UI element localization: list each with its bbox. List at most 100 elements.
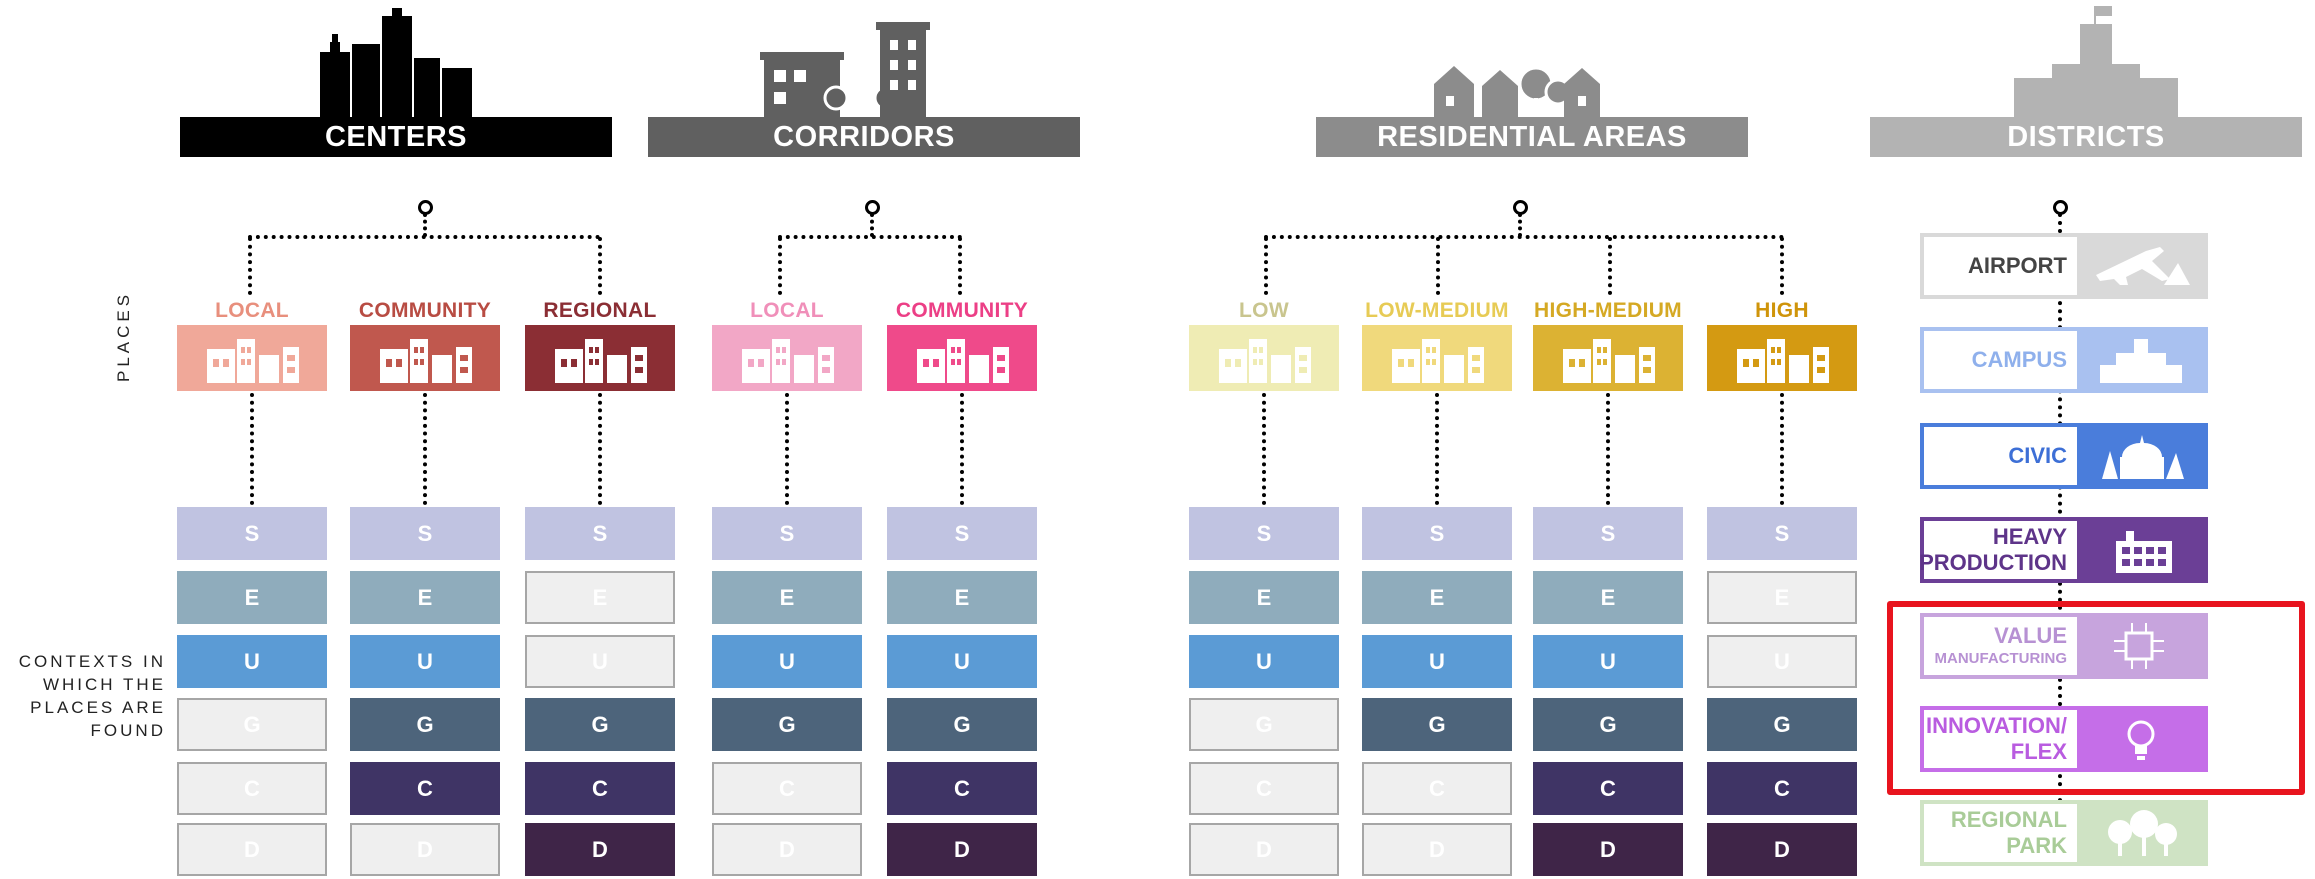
place-tile xyxy=(177,325,327,391)
context-cell-e: E xyxy=(887,571,1037,624)
context-cell-g: G xyxy=(350,698,500,751)
district-subname: PARK xyxy=(2006,833,2067,858)
connector-line xyxy=(248,237,252,295)
place-tile xyxy=(1189,325,1339,391)
place-label: LOW xyxy=(1239,299,1289,322)
context-cell-u: U xyxy=(1707,635,1857,688)
place-label: HIGH xyxy=(1755,299,1809,322)
district-subname: MANUFACTURING xyxy=(1934,650,2068,667)
buildings-icon xyxy=(1563,339,1655,383)
place-tile xyxy=(1707,325,1857,391)
context-cell-u: U xyxy=(1189,635,1339,688)
context-cell-d: D xyxy=(525,823,675,876)
connector-line xyxy=(778,235,962,239)
context-cell-d: D xyxy=(177,823,327,876)
buildings-icon xyxy=(1737,339,1829,383)
buildings-icon xyxy=(917,339,1009,383)
factory-icon xyxy=(2077,521,2204,579)
context-cell-e: E xyxy=(177,571,327,624)
context-cell-g: G xyxy=(887,698,1037,751)
lightbulb-icon xyxy=(2077,710,2204,768)
context-cell-e: E xyxy=(1707,571,1857,624)
context-cell-s: S xyxy=(1533,507,1683,560)
airplane-icon xyxy=(2077,237,2204,295)
context-cell-u: U xyxy=(525,635,675,688)
contexts-caption-line: PLACES ARE xyxy=(30,698,166,717)
district-label: CIVIC xyxy=(1924,427,2077,485)
district-tile: INNOVATION/FLEX xyxy=(1920,706,2208,772)
context-cell-c: C xyxy=(712,762,862,815)
context-cell-d: D xyxy=(1707,823,1857,876)
connector-line xyxy=(1780,237,1784,295)
context-cell-g: G xyxy=(712,698,862,751)
houses-icon xyxy=(1434,66,1600,118)
connector-line xyxy=(778,237,782,295)
context-cell-s: S xyxy=(1362,507,1512,560)
buildings-icon xyxy=(207,339,299,383)
context-cell-c: C xyxy=(525,762,675,815)
contexts-caption-line: CONTEXTS IN xyxy=(18,652,166,671)
context-cell-u: U xyxy=(1362,635,1512,688)
context-cell-s: S xyxy=(887,507,1037,560)
district-label: AIRPORT xyxy=(1924,237,2077,295)
context-cell-c: C xyxy=(1533,762,1683,815)
place-label: REGIONAL xyxy=(543,299,657,322)
connector-line xyxy=(1262,393,1266,505)
trees-icon xyxy=(2077,804,2204,862)
buildings-icon xyxy=(555,339,647,383)
context-cell-e: E xyxy=(525,571,675,624)
connector-line xyxy=(870,213,874,237)
districts-bar: DISTRICTS xyxy=(1870,117,2302,157)
place-label: LOCAL xyxy=(750,299,824,322)
connector-line xyxy=(1518,213,1522,237)
district-name: HEAVY xyxy=(1992,524,2067,549)
context-cell-g: G xyxy=(1533,698,1683,751)
district-tile: AIRPORT xyxy=(1920,233,2208,299)
place-label: LOCAL xyxy=(215,299,289,322)
district-tile: CIVIC xyxy=(1920,423,2208,489)
place-tile xyxy=(525,325,675,391)
residential-bar: RESIDENTIAL AREAS xyxy=(1316,117,1748,157)
context-cell-g: G xyxy=(1189,698,1339,751)
context-cell-d: D xyxy=(1533,823,1683,876)
connector-line xyxy=(1436,237,1440,295)
place-tile xyxy=(1533,325,1683,391)
context-cell-g: G xyxy=(525,698,675,751)
context-cell-c: C xyxy=(177,762,327,815)
place-tile xyxy=(712,325,862,391)
corridors-bar: CORRIDORS xyxy=(648,117,1080,157)
context-cell-d: D xyxy=(1362,823,1512,876)
connector-line xyxy=(423,393,427,505)
place-label: HIGH-MEDIUM xyxy=(1534,299,1682,322)
context-cell-s: S xyxy=(525,507,675,560)
centers-bar: CENTERS xyxy=(180,117,612,157)
connector-line xyxy=(598,393,602,505)
connector-line xyxy=(785,393,789,505)
microchip-icon xyxy=(2077,617,2204,675)
context-cell-s: S xyxy=(1189,507,1339,560)
place-label: COMMUNITY xyxy=(358,299,492,322)
context-cell-s: S xyxy=(350,507,500,560)
context-cell-c: C xyxy=(1189,762,1339,815)
place-tile xyxy=(350,325,500,391)
contexts-caption: CONTEXTS IN WHICH THE PLACES ARE FOUND xyxy=(6,650,166,742)
corridor-buildings-icon xyxy=(760,22,930,118)
contexts-caption-line: FOUND xyxy=(90,721,166,740)
district-subname: FLEX xyxy=(2010,739,2067,764)
connector-line xyxy=(1606,393,1610,505)
district-tile: CAMPUS xyxy=(1920,327,2208,393)
connector-line xyxy=(250,393,254,505)
capitol-dome-icon xyxy=(2077,427,2204,485)
places-side-title: PLACES xyxy=(114,290,133,382)
place-label: COMMUNITY xyxy=(895,299,1029,322)
district-label: INNOVATION/FLEX xyxy=(1924,710,2077,768)
context-cell-d: D xyxy=(1189,823,1339,876)
context-cell-s: S xyxy=(1707,507,1857,560)
context-cell-s: S xyxy=(177,507,327,560)
